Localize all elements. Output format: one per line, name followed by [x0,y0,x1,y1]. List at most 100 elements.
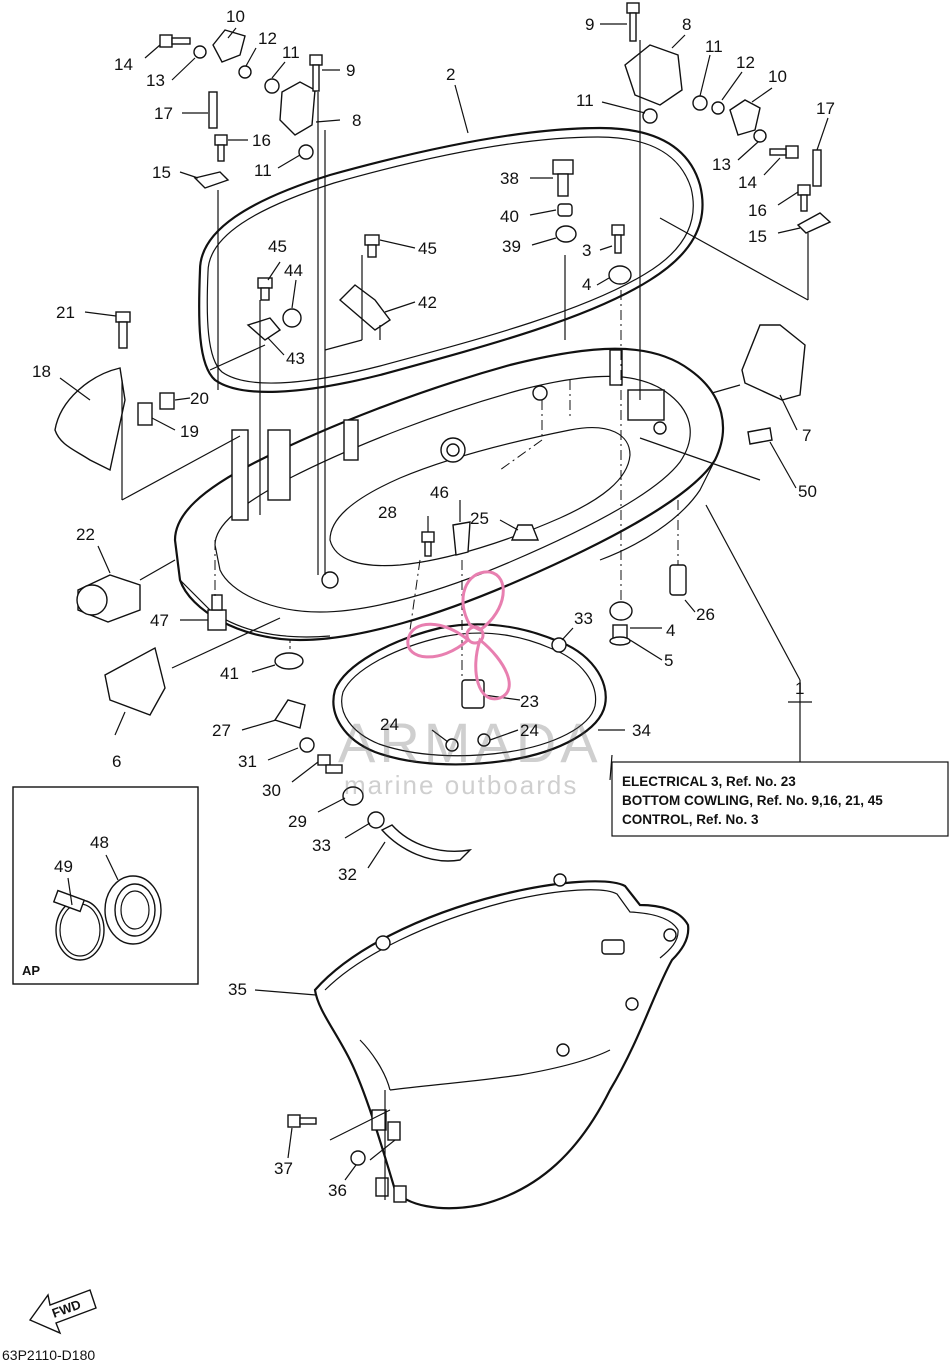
clamp-33-lower [367,811,385,829]
grommet-25 [510,524,540,541]
label-part-7: 7 [802,426,811,445]
label-part-41: 41 [220,664,239,683]
label-part-11-right-lower: 11 [576,91,594,110]
washer-12-left [238,65,252,79]
armada-watermark: ARMADA marine outboards [338,570,602,800]
label-part-30: 30 [262,781,281,800]
label-part-28: 28 [378,503,397,522]
grommet-39 [555,225,577,243]
part-number-labels: 10 12 11 14 13 9 8 17 16 11 15 2 9 8 11 … [32,7,835,1200]
washer-13-left [193,45,207,59]
bolt-37 [287,1114,317,1128]
watermark-tagline: marine outboards [344,770,578,800]
plug-26 [669,564,687,596]
lower-apron [313,873,690,1210]
reference-box: ELECTRICAL 3, Ref. No. 23 BOTTOM COWLING… [611,761,949,837]
label-part-14-right: 14 [738,173,757,192]
label-part-8-right: 8 [682,15,691,34]
washer-11-right [692,95,708,111]
label-part-42: 42 [418,293,437,312]
label-part-50: 50 [798,482,817,501]
plate-15-left [193,171,230,189]
label-part-29: 29 [288,812,307,831]
label-part-36: 36 [328,1181,347,1200]
bolt-45-right [364,234,380,258]
label-part-20: 20 [190,389,209,408]
label-part-37: 37 [274,1159,293,1178]
washer-11-left [264,78,280,94]
bolt-21 [115,311,131,349]
label-part-4-lower: 4 [666,621,675,640]
washer-11-right-lower [642,108,658,124]
bottom-cowling [173,347,725,642]
inset-ap-label: AP [22,963,40,978]
label-part-23: 23 [520,692,539,711]
label-part-32: 32 [338,865,357,884]
label-part-43: 43 [286,349,305,368]
label-part-44: 44 [284,261,303,280]
propeller-logo [406,570,511,701]
label-part-26: 26 [696,605,715,624]
clip-24-left [445,738,459,752]
grommet-41 [274,652,304,670]
washer-12-right [711,101,725,115]
label-part-27: 27 [212,721,231,740]
diagram-code: 63P2110-D180 [2,1347,95,1363]
bolt-38 [552,159,574,197]
ref-line-bottom-cowling: BOTTOM COWLING, Ref. No. 9,16, 21, 45 [622,793,883,808]
label-part-11-left: 11 [282,43,300,62]
label-part-1: 1 [795,679,804,698]
label-part-34: 34 [632,721,651,740]
grommet-29 [342,786,364,806]
hook-7 [741,324,806,401]
label-part-10-left: 10 [226,7,245,26]
label-part-12-left: 12 [258,29,277,48]
label-part-11-right: 11 [705,37,723,56]
washer-11-left-lower [298,144,314,160]
bottom-cover-seal [332,623,607,766]
label-50 [747,427,773,445]
label-part-14-left: 14 [114,55,133,74]
label-part-35: 35 [228,980,247,999]
collar-5 [609,624,631,646]
clamp-49 [52,889,105,961]
washer-31 [299,737,315,753]
bolt-16-right [797,184,811,212]
watermark-brand: ARMADA [338,711,602,774]
plug-23 [461,679,485,709]
screw-28 [421,531,435,557]
label-part-48: 48 [90,833,109,852]
spring-17-left [208,91,218,129]
label-part-33-lower: 33 [312,836,331,855]
label-part-46: 46 [430,483,449,502]
label-part-13-right: 13 [712,155,731,174]
label-part-47: 47 [150,611,169,630]
bracket-10-right [729,99,761,136]
label-part-6: 6 [112,752,121,771]
label-part-15-left: 15 [152,163,171,182]
label-part-12-right: 12 [736,53,755,72]
bolt-45-left [257,277,273,301]
label-part-4-upper: 4 [582,275,591,294]
spring-17-right [812,149,822,187]
boot-48 [104,875,162,945]
connector-22 [76,574,141,623]
hose-32 [380,824,473,862]
label-part-25: 25 [470,509,489,528]
label-part-17-right: 17 [816,99,835,118]
clip-8-left [279,81,316,136]
cowling-seal-gasket [198,126,704,393]
bolt-9-left [309,54,323,92]
label-part-21: 21 [56,303,75,322]
label-part-19: 19 [180,422,199,441]
label-part-33-upper: 33 [574,609,593,628]
plate-15-right [796,212,832,234]
cover-18 [54,367,126,472]
label-part-3: 3 [582,241,591,260]
cover-6 [104,646,166,716]
grommet-20 [159,392,175,410]
label-part-49: 49 [54,857,73,876]
label-part-10-right: 10 [768,67,787,86]
label-part-15-right: 15 [748,227,767,246]
